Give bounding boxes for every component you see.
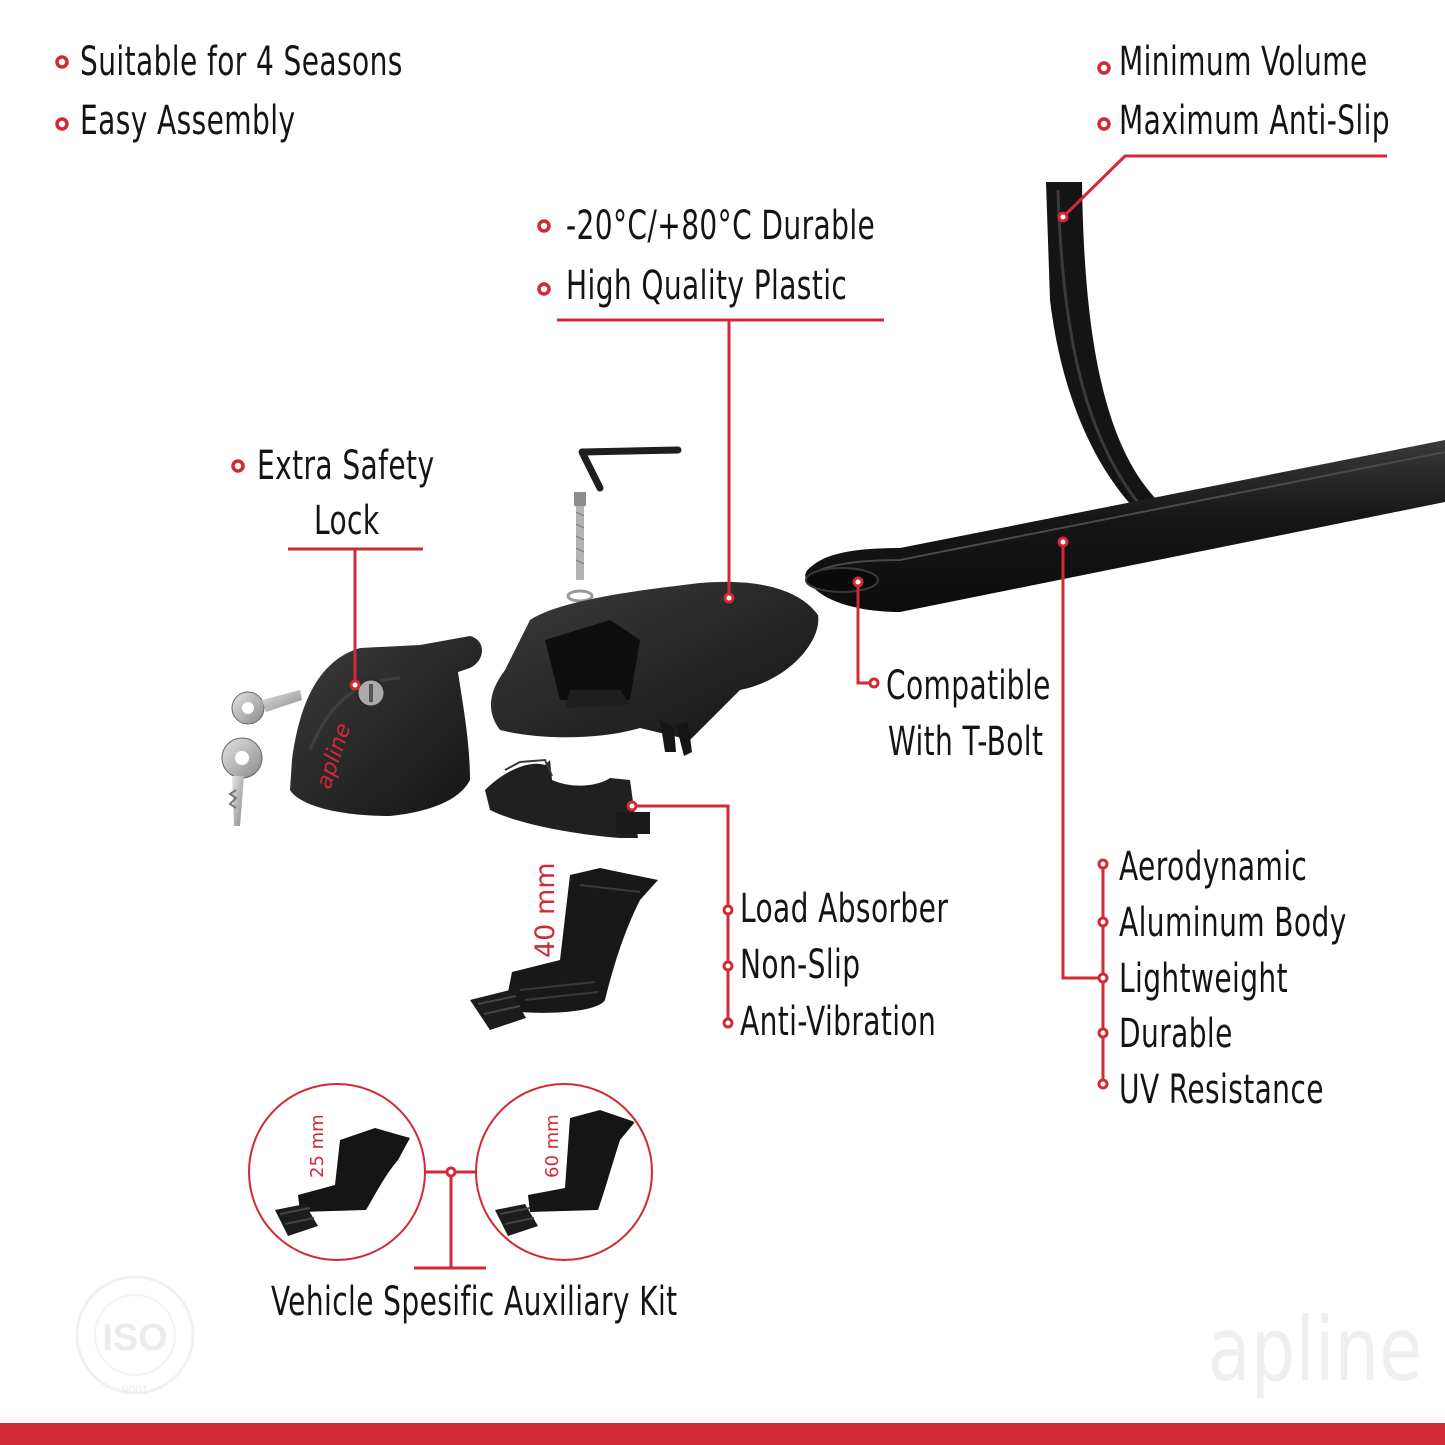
- iso-text: ISO: [102, 1317, 167, 1359]
- rubber-pad: [485, 758, 650, 838]
- kit-25mm: 25 mm: [248, 1083, 426, 1261]
- bolt-icon: [566, 492, 594, 603]
- foot-housing: [490, 581, 819, 756]
- pad-40mm-dimension: 40 mm: [530, 862, 561, 958]
- iso-watermark: ISO 9001: [75, 1275, 195, 1397]
- feature-minimum-volume: Minimum Volume: [1119, 39, 1368, 85]
- aero-bar: [805, 440, 1445, 612]
- feature-easy-assembly: Easy Assembly: [80, 98, 296, 144]
- feature-non-slip: Non-Slip: [740, 942, 861, 988]
- kit-60mm: 60 mm: [475, 1083, 653, 1261]
- feature-temperature: -20°C/+80°C Durable: [566, 203, 876, 249]
- kit-caption: Vehicle Spesific Auxiliary Kit: [271, 1279, 678, 1325]
- rubber-strip: [1046, 182, 1155, 520]
- bullet-ring-icon: [55, 55, 1111, 473]
- feature-lock: Lock: [314, 498, 380, 544]
- feature-extra-safety: Extra Safety: [257, 443, 435, 489]
- feature-four-seasons: Suitable for 4 Seasons: [80, 39, 403, 85]
- callout-dots: [349, 211, 1109, 1178]
- feature-load-absorber: Load Absorber: [740, 886, 949, 932]
- feature-anti-vibration: Anti-Vibration: [740, 999, 937, 1045]
- feature-high-quality-plastic: High Quality Plastic: [566, 263, 848, 309]
- feature-aerodynamic: Aerodynamic: [1119, 844, 1308, 890]
- feature-maximum-anti-slip: Maximum Anti-Slip: [1119, 98, 1391, 144]
- kit-25mm-dimension: 25 mm: [307, 1114, 328, 1178]
- feature-uv-resistance: UV Resistance: [1119, 1067, 1324, 1113]
- feature-durable: Durable: [1119, 1011, 1233, 1057]
- key-icon: [221, 690, 302, 826]
- kit-60mm-dimension: 60 mm: [542, 1114, 563, 1178]
- feature-with-t-bolt: With T-Bolt: [888, 719, 1044, 765]
- brand-watermark: apline: [1208, 1298, 1423, 1401]
- lock-foot: apline: [290, 636, 482, 816]
- pad-40mm: 40 mm: [470, 862, 658, 1030]
- feature-lightweight: Lightweight: [1119, 956, 1288, 1002]
- accent-bottom-bar: [0, 1423, 1445, 1445]
- iso-number: 9001: [122, 1383, 149, 1397]
- feature-aluminum-body: Aluminum Body: [1119, 900, 1347, 946]
- allen-key-icon: [578, 446, 682, 492]
- feature-compatible: Compatible: [886, 663, 1051, 709]
